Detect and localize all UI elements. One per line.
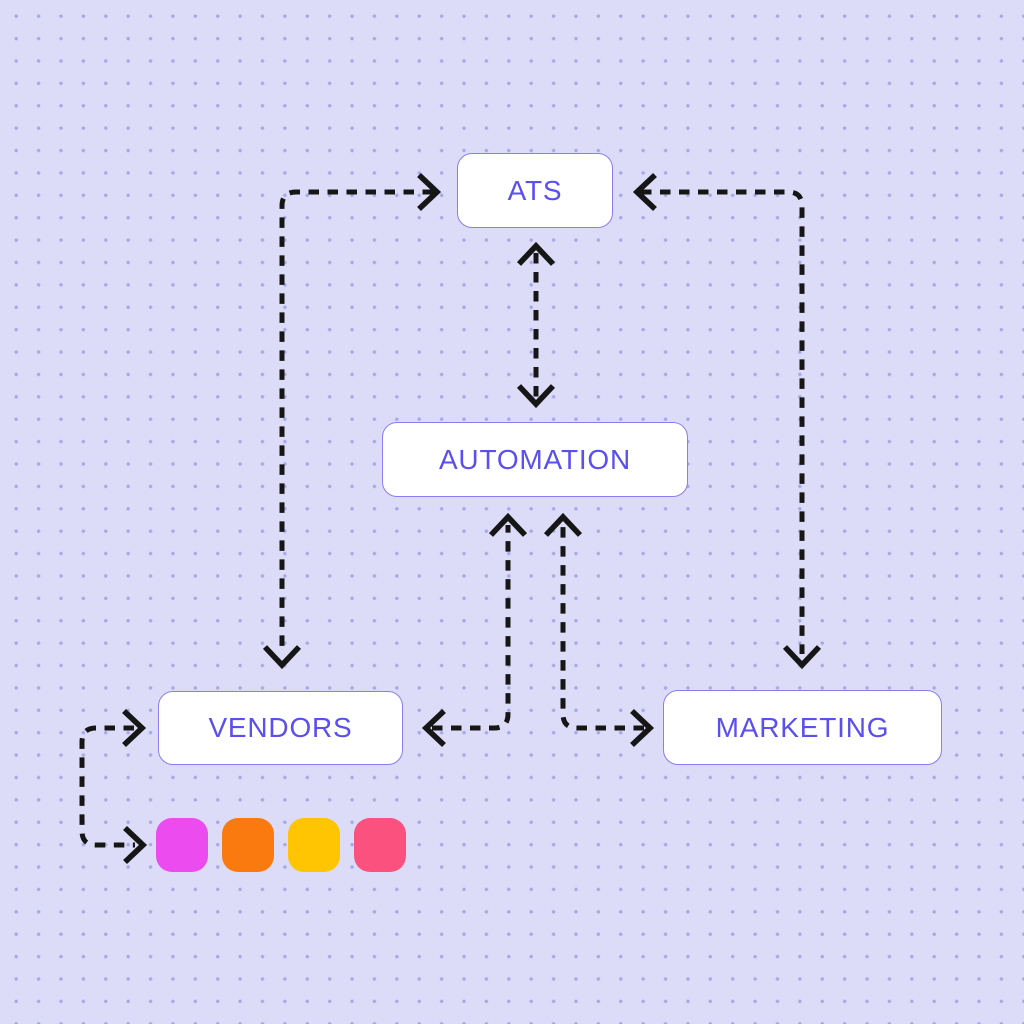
arrowhead-right-icon — [122, 708, 147, 748]
arrowhead-up-icon — [516, 241, 556, 266]
arrow-vendors-swatches — [79, 708, 148, 865]
arrowhead-right-icon — [630, 708, 655, 748]
arrowhead-left-icon — [632, 172, 657, 212]
arrowhead-up-icon — [543, 512, 583, 537]
orange-swatch — [222, 818, 274, 872]
arrow-ats-automation — [516, 241, 556, 409]
node-ats: ATS — [457, 153, 613, 228]
node-automation: AUTOMATION — [382, 422, 688, 497]
pink-swatch — [354, 818, 406, 872]
node-marketing: MARKETING — [663, 690, 942, 765]
arrowhead-right-icon — [123, 825, 148, 865]
arrowhead-down-icon — [782, 645, 822, 670]
node-ats-label: ATS — [507, 174, 563, 206]
arrowhead-right-icon — [417, 172, 442, 212]
node-marketing-label: MARKETING — [715, 711, 890, 743]
arrowhead-up-icon — [488, 512, 528, 537]
arrowhead-left-icon — [421, 708, 446, 748]
node-automation-label: AUTOMATION — [438, 443, 632, 475]
arrowhead-down-icon — [262, 645, 302, 670]
arrow-ats-vendors — [262, 172, 442, 670]
magenta-swatch — [156, 818, 208, 872]
node-vendors-label: VENDORS — [208, 712, 353, 743]
yellow-swatch — [288, 818, 340, 872]
arrow-marketing-automation — [543, 512, 655, 748]
arrow-ats-marketing — [632, 172, 822, 670]
arrow-vendors-automation — [421, 512, 528, 748]
node-vendors: VENDORS — [158, 691, 403, 765]
arrowhead-down-icon — [516, 384, 556, 409]
